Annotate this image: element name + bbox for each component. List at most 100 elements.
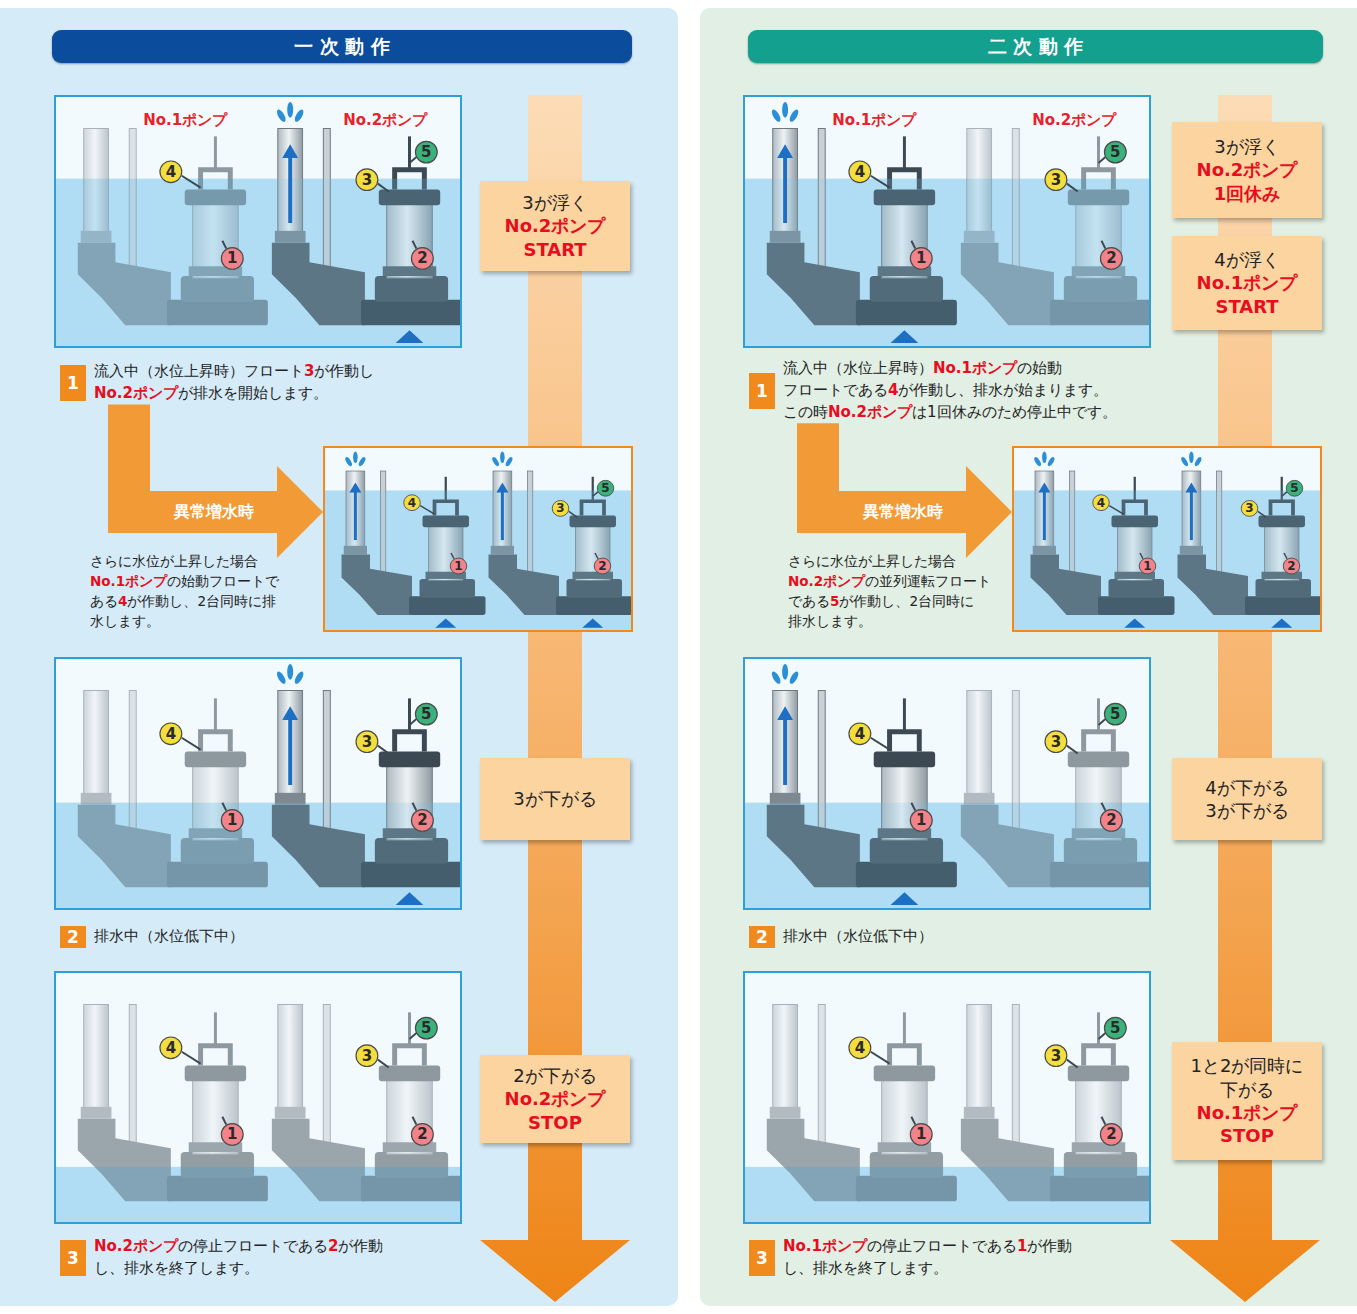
text-run: の始動フロートで xyxy=(167,573,279,589)
pipe-coupling xyxy=(275,1107,306,1119)
float-rod xyxy=(1097,1012,1100,1045)
water-spray xyxy=(788,108,800,123)
text-line: START xyxy=(1197,295,1298,318)
callout-number: 5 xyxy=(414,1016,438,1040)
text-run: 4 xyxy=(118,593,127,609)
callout-number: 2 xyxy=(410,246,434,270)
text-line: STOP xyxy=(1197,1124,1298,1147)
float-wire xyxy=(911,1117,915,1125)
pump-handle xyxy=(1084,732,1114,752)
air-space xyxy=(1014,448,1320,630)
float-wire xyxy=(410,157,417,163)
water-spray xyxy=(782,664,788,680)
text-run: 1 xyxy=(1017,1237,1027,1255)
text-run: 4が下がる xyxy=(1205,777,1288,798)
scene-panel: 45312 xyxy=(1012,446,1322,632)
text-run: 3が浮く xyxy=(522,192,587,213)
float-wire xyxy=(1109,506,1123,515)
text-run: し、排水を終了します。 xyxy=(94,1259,259,1277)
note-text: さらに水位が上昇した場合 No.2ポンプの並列運転フロート である5が作動し、2… xyxy=(788,551,991,631)
header-text: 二次動作 xyxy=(981,34,1090,60)
callout-number: 5 xyxy=(1103,1016,1127,1040)
text-line: し、排水を終了します。 xyxy=(783,1258,1072,1280)
air-space xyxy=(745,659,1149,908)
float-wire xyxy=(911,241,915,249)
callout-number: 2 xyxy=(1099,246,1123,270)
text-run: 3が下がる xyxy=(513,788,596,809)
text-run: No.2ポンプ xyxy=(788,573,865,589)
time-arrow xyxy=(480,95,630,1302)
callout-number: 1 xyxy=(909,246,933,270)
water-spray xyxy=(275,670,287,685)
discharge-pipe xyxy=(773,690,798,800)
callout-number: 2 xyxy=(591,554,615,578)
callout-number: 4 xyxy=(400,491,424,515)
pump-name: No.1ポンプ xyxy=(143,111,227,130)
discharge-pipe xyxy=(84,690,109,800)
water-overlay xyxy=(745,803,1149,908)
status-text: No.2ポンプ START xyxy=(505,214,606,261)
pump-illustration xyxy=(56,97,460,346)
callout-number: 5 xyxy=(414,702,438,726)
float-rod xyxy=(903,698,906,731)
pipe-coupling xyxy=(964,1107,995,1119)
discharge-pipe xyxy=(84,1004,109,1114)
discharge-pipe xyxy=(773,1004,798,1114)
water-spray xyxy=(1047,456,1056,467)
water-spray xyxy=(344,456,353,467)
scene-panel: No.1ポンプNo.2ポンプ45312 xyxy=(743,95,1151,348)
water-spray xyxy=(358,456,367,467)
text-run: 2 xyxy=(328,1237,338,1255)
arrow-shaft xyxy=(129,405,279,513)
water-body xyxy=(56,1167,460,1222)
flow-arrow-shaft xyxy=(354,490,357,540)
step-number: 1 xyxy=(60,365,86,401)
step-number: 1 xyxy=(749,373,775,409)
pipe-coupling xyxy=(770,1107,801,1119)
float-wire xyxy=(1101,1117,1105,1125)
text-run: No.2ポンプ xyxy=(505,1088,606,1109)
pump-handle xyxy=(1084,1046,1114,1066)
float-wire xyxy=(1258,511,1266,517)
step-note: 2排水中（水位低下中） xyxy=(749,926,933,948)
water-spray xyxy=(1033,456,1042,467)
float-rod xyxy=(214,136,217,169)
left-panel xyxy=(0,8,678,1306)
callout-number: 4 xyxy=(848,1036,872,1060)
edge-label: 異常増水時 xyxy=(859,501,947,524)
text-run: ある xyxy=(90,593,118,609)
text-run: 排水します。 xyxy=(788,613,872,629)
text-run: No.1ポンプ xyxy=(90,573,167,589)
flow-arrow-head xyxy=(777,144,793,158)
pump-illustration xyxy=(325,448,631,630)
float-wire xyxy=(222,241,226,249)
float-wire xyxy=(420,506,434,515)
water-overlay xyxy=(56,1167,460,1222)
callout-number: 3 xyxy=(1044,1044,1068,1068)
float-rod xyxy=(903,1012,906,1045)
float-wire xyxy=(593,492,598,496)
callout-number: 2 xyxy=(1099,1122,1123,1146)
callout-number: 4 xyxy=(848,722,872,746)
pump-handle xyxy=(395,1046,425,1066)
float-rod xyxy=(408,698,411,731)
discharge-pipe xyxy=(967,1004,992,1114)
callout-number: 1 xyxy=(909,808,933,832)
water-spray xyxy=(293,670,305,685)
text-line: 2が下がる xyxy=(513,1064,596,1087)
callout-number: 1 xyxy=(220,246,244,270)
text-run: が作動 xyxy=(1027,1237,1072,1255)
float-wire xyxy=(1099,1033,1106,1039)
text-line: START xyxy=(505,238,606,261)
callout-number: 1 xyxy=(1136,554,1160,578)
float-rod xyxy=(408,1012,411,1045)
flow-arrow-head xyxy=(282,144,298,158)
pump-illustration xyxy=(745,659,1149,908)
text-line: No.1ポンプの始動フロートで xyxy=(90,571,279,591)
float-wire xyxy=(1099,157,1106,163)
header-text: 一次動作 xyxy=(287,34,396,60)
motor-cap xyxy=(185,1066,246,1082)
text-run: 3が下がる xyxy=(1205,800,1288,821)
water-body xyxy=(56,179,460,346)
pump-illustration xyxy=(56,973,460,1222)
